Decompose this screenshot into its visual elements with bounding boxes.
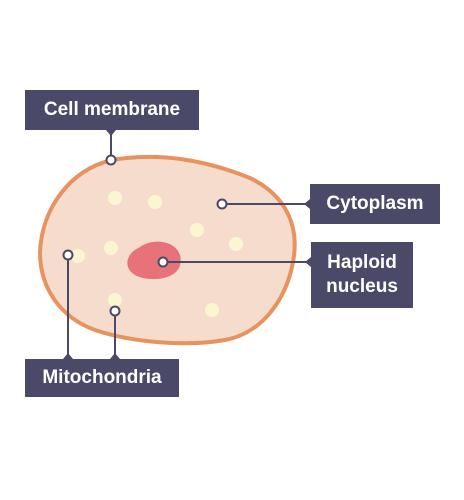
cell-membrane-label-text: Cell membrane	[43, 99, 181, 120]
haploid-nucleus-label-line1: Haploid	[327, 252, 397, 273]
mito-arrow-tip-2	[110, 353, 120, 359]
nucleus-arrow-tip	[305, 257, 311, 267]
membrane-arrow-tip	[106, 130, 116, 136]
mitochondrion	[205, 303, 219, 317]
mitochondrion	[190, 223, 204, 237]
mitochondria-group	[71, 191, 243, 317]
cytoplasm-pointer-dot	[216, 198, 228, 210]
cytoplasm-label: Cytoplasm	[310, 184, 440, 224]
mitochondria-label: Mitochondria	[25, 359, 179, 397]
mitochondrion	[104, 241, 118, 255]
membrane-pointer-dot	[105, 154, 117, 166]
mitochondrion	[108, 191, 122, 205]
cell-membrane-label: Cell membrane	[25, 90, 199, 130]
haploid-nucleus	[127, 241, 181, 280]
nucleus-pointer-dot	[157, 256, 169, 268]
mito-arrow-tip-1	[63, 353, 73, 359]
mitochondria-label-text: Mitochondria	[42, 367, 162, 388]
cytoplasm-arrow-tip	[304, 199, 310, 209]
mitochondrion	[71, 249, 85, 263]
haploid-nucleus-label-line2: nucleus	[326, 276, 398, 297]
pointer-dots	[62, 154, 228, 317]
mitochondrion	[229, 237, 243, 251]
haploid-nucleus-label-text: Haploid nucleus	[326, 251, 398, 299]
mitochondrion	[148, 195, 162, 209]
mito-pointer-dot-2	[109, 305, 121, 317]
cytoplasm-label-text: Cytoplasm	[326, 193, 424, 214]
leader-arrow-tips	[63, 130, 311, 359]
haploid-nucleus-label: Haploid nucleus	[311, 242, 413, 308]
mito-pointer-dot-1	[62, 249, 74, 261]
mitochondrion	[108, 293, 122, 307]
leader-lines	[67, 130, 311, 359]
